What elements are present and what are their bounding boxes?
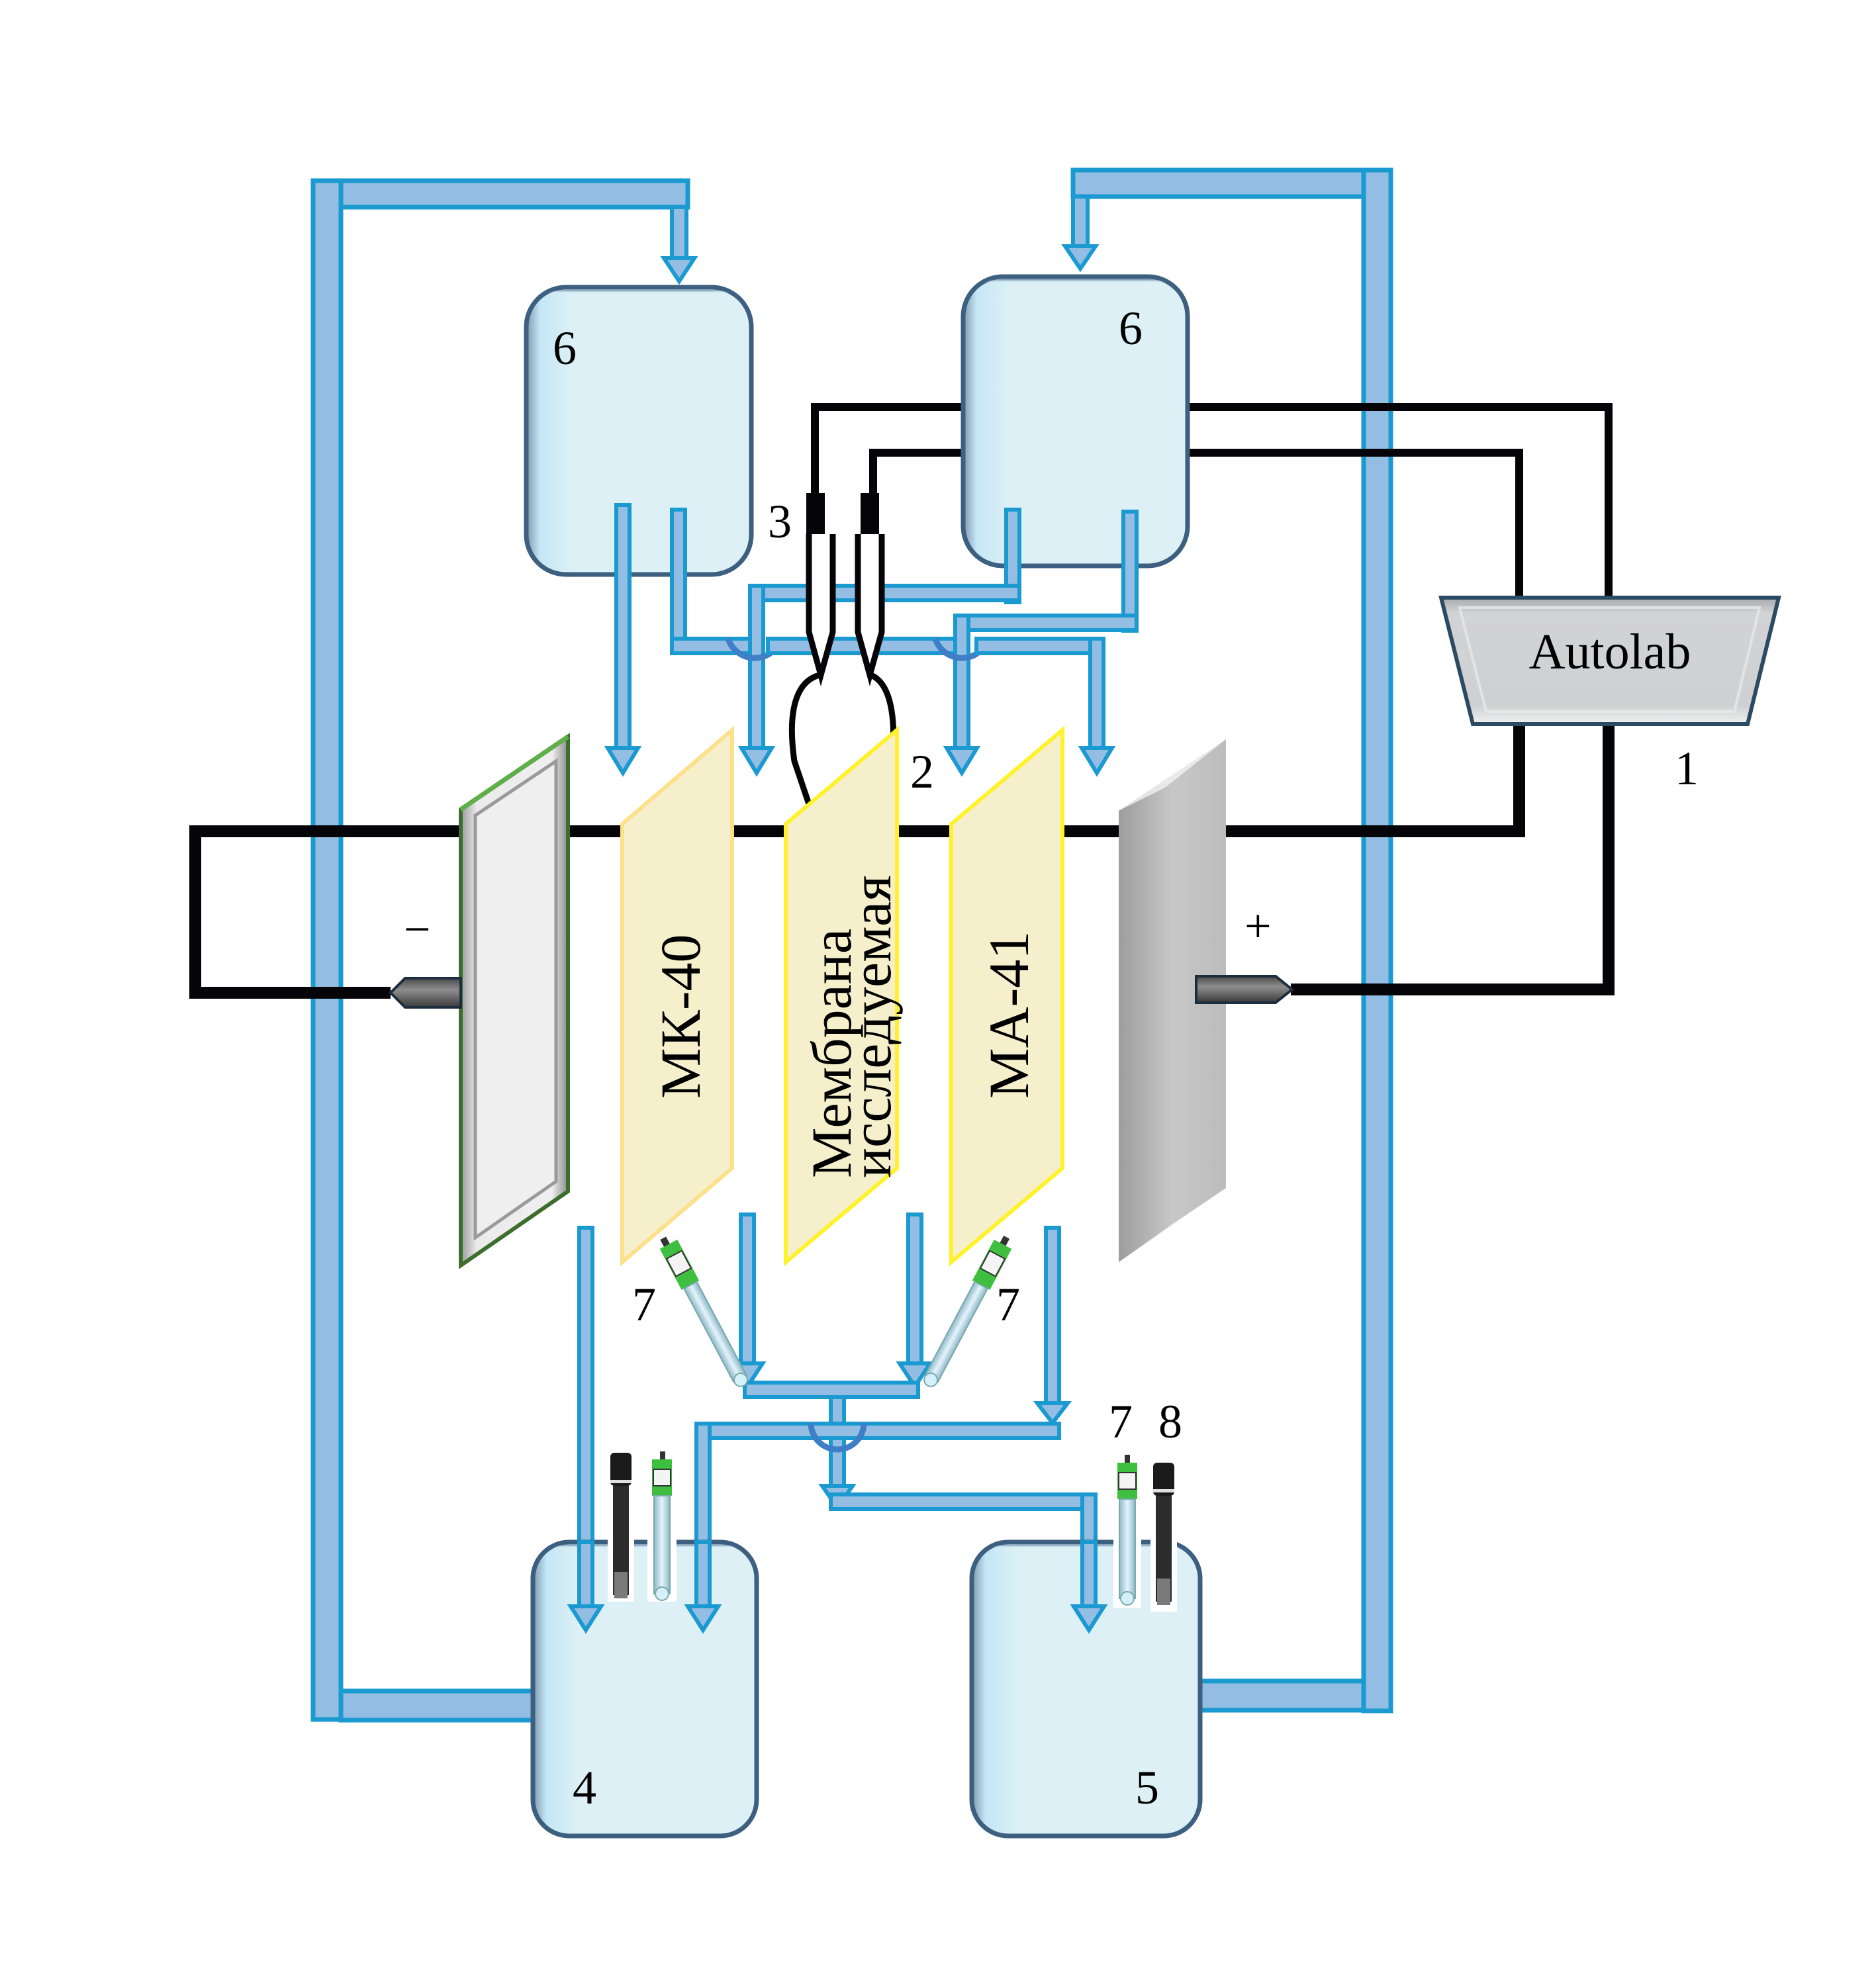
autolab-potentiostat: Autolab 1 <box>1438 596 1781 795</box>
tank-6-right: 6 <box>961 274 1190 569</box>
autolab-label: Autolab <box>1529 624 1691 680</box>
ph-electrode-left <box>659 1236 748 1387</box>
conductometer-label: 8 <box>1158 1395 1182 1448</box>
conductometer-tank-5 <box>1150 1463 1177 1612</box>
tank-5-label: 5 <box>1135 1761 1159 1814</box>
membrane-studied-label-2: исследуемая <box>839 875 903 1178</box>
left-circulation-pipe <box>310 178 698 1723</box>
tank-inlet-arrows <box>567 1540 1108 1634</box>
tank-6-left-label: 6 <box>553 322 577 375</box>
membrane-mk40: МК-40 <box>620 725 734 1267</box>
ph-electrode-right <box>923 1236 1012 1387</box>
membrane-ma41-label: МА-41 <box>977 931 1041 1099</box>
right-circulation-pipe <box>1061 167 1393 1714</box>
conductometer-tank-4 <box>608 1453 634 1602</box>
tank-4-label: 4 <box>573 1761 596 1814</box>
autolab-number: 1 <box>1675 742 1699 795</box>
reference-electrodes: 3 <box>768 493 885 686</box>
capillary-label: 2 <box>910 745 934 798</box>
membrane-mk40-label: МК-40 <box>649 935 712 1099</box>
ph-electrode-tank-4 <box>647 1451 677 1602</box>
ph-electrode-left-label: 7 <box>632 1278 656 1331</box>
tank-6-right-label: 6 <box>1119 302 1143 355</box>
wiring <box>189 403 1615 999</box>
ph-electrode-tank-5 <box>1113 1455 1141 1608</box>
membrane-studied: Мембрана исследуемая <box>784 725 903 1267</box>
cathode-sign: − <box>404 903 431 956</box>
anode: + <box>1119 739 1295 1262</box>
tank-4-desalination: 4 <box>530 1539 759 1839</box>
ph-electrode-right-label: 7 <box>996 1278 1020 1331</box>
tank-6-left: 6 <box>524 285 754 577</box>
cathode: − <box>389 733 570 1269</box>
membrane-studied-label-1: Мембрана <box>800 929 863 1178</box>
membrane-ma41: МА-41 <box>949 725 1064 1267</box>
reference-electrode-label: 3 <box>768 495 792 548</box>
anode-sign: + <box>1244 899 1272 952</box>
ph-electrode-tank-label: 7 <box>1109 1395 1133 1448</box>
